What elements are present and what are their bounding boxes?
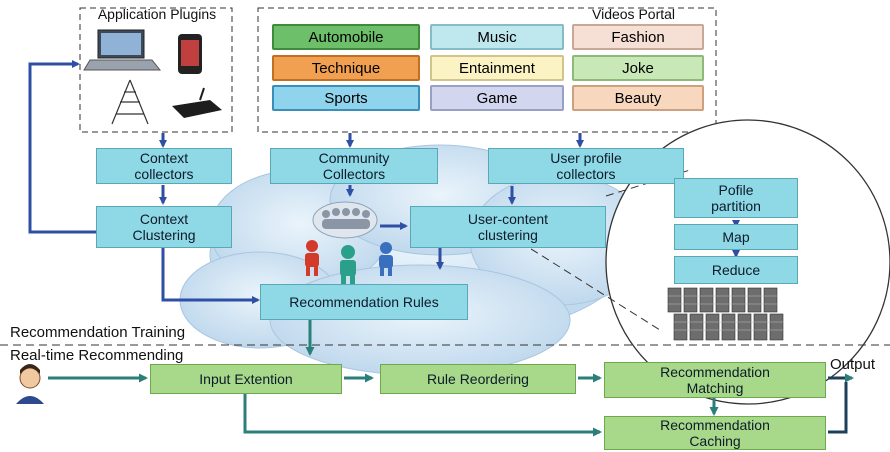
map-label: Map	[722, 229, 750, 245]
category-fashion: Fashion	[572, 24, 704, 50]
context-collectors-box: Context collectors	[96, 148, 232, 184]
smartphone-icon	[178, 34, 202, 74]
community-collectors-box: Community Collectors	[270, 148, 438, 184]
input-extention-box: Input Extention	[150, 364, 342, 394]
recommendation-matching-label: Recommendation Matching	[660, 364, 770, 396]
category-sports: Sports	[272, 85, 420, 111]
laptop-icon	[83, 29, 162, 71]
category-automobile: Automobile	[272, 24, 420, 50]
reduce-label: Reduce	[711, 262, 761, 278]
output-label: Output	[830, 356, 876, 373]
community-collectors-label: Community Collectors	[318, 150, 390, 182]
recommendation-caching-box: Recommendation Caching	[604, 416, 826, 450]
user-profile-collectors-box: User profile collectors	[488, 148, 684, 184]
category-game: Game	[430, 85, 564, 111]
zoom-line-bottom	[519, 241, 661, 331]
training-label: Recommendation Training	[10, 324, 186, 341]
end-user-icon	[16, 364, 44, 404]
training-arrows	[28, 60, 740, 304]
context-collectors-label: Context collectors	[134, 150, 194, 182]
input-extention-label: Input Extention	[199, 371, 293, 387]
map-box: Map	[674, 224, 798, 250]
category-technique: Technique	[272, 55, 420, 81]
realtime-arrows	[48, 318, 854, 437]
rule-reordering-label: Rule Reordering	[427, 371, 529, 387]
category-joke: Joke	[572, 55, 704, 81]
user-content-clustering-box: User-content clustering	[410, 206, 606, 248]
user-red-icon	[305, 240, 319, 276]
profile-partition-box: Pofile partition	[674, 178, 798, 218]
category-entainment: Entainment	[430, 55, 564, 81]
recommendation-rules-label: Recommendation Rules	[289, 294, 439, 310]
user-profile-collectors-label: User profile collectors	[550, 150, 622, 182]
user-teal-icon	[340, 245, 356, 287]
context-clustering-label: Context Clustering	[132, 211, 196, 243]
context-clustering-box: Context Clustering	[96, 206, 232, 248]
category-music: Music	[430, 24, 564, 50]
realtime-label: Real-time Recommending	[10, 347, 184, 364]
user-content-clustering-label: User-content clustering	[467, 211, 549, 243]
cell-tower-icon	[111, 79, 149, 125]
router-icon	[172, 87, 222, 118]
crowd-icon	[312, 201, 378, 239]
recommendation-matching-box: Recommendation Matching	[604, 362, 826, 398]
application-plugins-frame	[79, 7, 233, 133]
recommendation-rules-box: Recommendation Rules	[260, 284, 468, 320]
category-beauty: Beauty	[572, 85, 704, 111]
recommendation-caching-label: Recommendation Caching	[660, 417, 770, 449]
reduce-box: Reduce	[674, 256, 798, 284]
server-cluster-icon	[667, 287, 784, 341]
videos-portal-label: Videos Portal	[592, 6, 676, 22]
rule-reordering-box: Rule Reordering	[380, 364, 576, 394]
profile-partition-label: Pofile partition	[711, 182, 761, 214]
videos-portal-frame	[257, 7, 717, 133]
user-blue-icon	[379, 242, 393, 276]
application-plugins-label: Application Plugins	[97, 6, 217, 22]
